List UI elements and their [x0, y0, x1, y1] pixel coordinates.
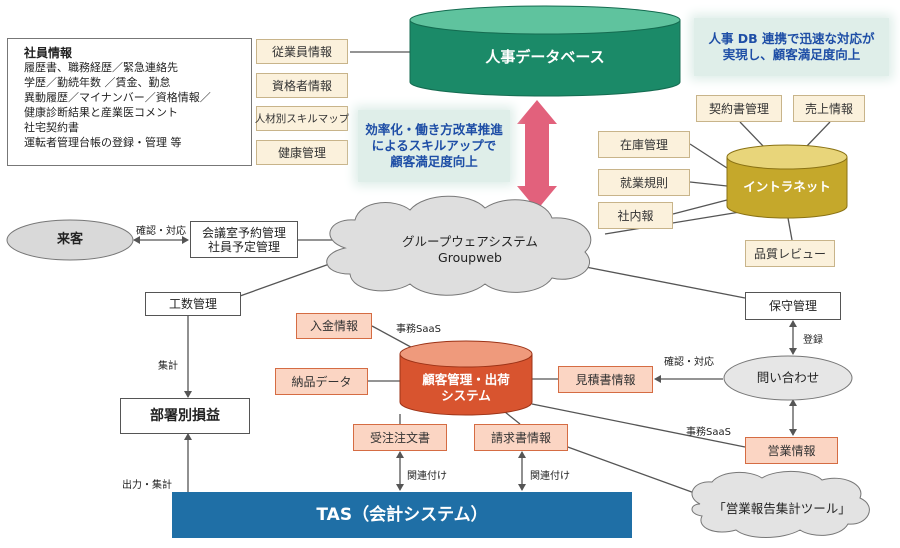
pink-double-arrow	[517, 100, 557, 210]
hr-info-line-6: 運転者管理台帳の登録・管理 等	[24, 136, 182, 149]
hr-info-line-2: 学歴／勤続年数 ／賃金、勤怠	[24, 76, 171, 89]
hr-info-line-3: 異動履歴／マイナンバー／資格情報／	[24, 91, 211, 104]
intranet-label: イントラネット	[743, 179, 831, 194]
groupware-cloud	[326, 195, 592, 296]
link-note-1: 関連付け	[407, 471, 447, 482]
hr-db-label: 人事データベース	[485, 48, 605, 66]
sales-report-cloud	[691, 470, 870, 538]
hr-info-line-4: 健康診断結果と産業医コメント	[24, 106, 178, 119]
intranet-quality-review: 品質レビュー	[745, 240, 835, 267]
intranet-newsletter: 社内報	[598, 202, 673, 229]
sales-info-box: 営業情報	[745, 437, 838, 464]
visitor-link-note: 確認・対応	[136, 226, 186, 237]
register-note: 登録	[803, 335, 823, 346]
hr-info-line-5: 社宅契約書	[24, 121, 79, 134]
payment-info-box: 入金情報	[296, 313, 372, 339]
tas-bar-shape	[172, 492, 632, 538]
intranet-contract: 契約書管理	[696, 95, 782, 122]
groupware-line-2: Groupweb	[438, 250, 502, 265]
hr-info-panel	[7, 38, 252, 166]
meeting-line-1: 会議室予約管理	[201, 225, 286, 240]
aggregate-note: 集計	[158, 361, 178, 372]
tab-qualified-info: 資格者情報	[256, 73, 348, 98]
customer-system-label: 顧客管理・出荷 システム	[400, 370, 532, 406]
dept-pl-box: 部署別損益	[120, 398, 250, 434]
confirm-response-note: 確認・対応	[664, 357, 714, 368]
inquiry-label: 問い合わせ	[756, 370, 820, 385]
efficiency-note-line-1: 効率化・働き方改革推進	[365, 122, 503, 137]
link-note-2: 関連付け	[530, 471, 570, 482]
maintenance-box: 保守管理	[745, 292, 841, 320]
meeting-box: 会議室予約管理 社員予定管理	[190, 221, 298, 258]
order-box: 受注注文書	[353, 424, 447, 451]
quotation-box: 見積書情報	[558, 366, 653, 393]
intranet-cylinder	[726, 144, 848, 219]
tab-health: 健康管理	[256, 140, 348, 165]
hr-info-line-1: 履歴書、職務経歴／緊急連絡先	[24, 61, 178, 74]
work-hours-box: 工数管理	[145, 292, 241, 316]
intranet-rules: 就業規則	[598, 169, 690, 196]
tab-employee-info: 従業員情報	[256, 39, 348, 64]
hr-info-title: 社員情報	[24, 46, 73, 60]
tab-skill-map: 人材別スキルマップ	[255, 106, 349, 131]
efficiency-note: 効率化・働き方改革推進 によるスキルアップで 顧客満足度向上	[358, 110, 510, 182]
efficiency-note-line-2: によるスキルアップで	[371, 138, 497, 153]
connector-lines	[133, 51, 831, 497]
intranet-sales: 売上情報	[793, 95, 865, 122]
db-note-line-1: 人事 DB 連携で迅速な対応が	[708, 31, 875, 46]
sales-report-label: 「営業報告集計ツール」	[713, 501, 851, 516]
customer-system-cylinder	[399, 340, 533, 416]
db-note-line-2: 実現し、顧客満足度向上	[722, 47, 861, 62]
customer-system-line-1: 顧客管理・出荷	[422, 372, 510, 387]
invoice-box: 請求書情報	[474, 424, 568, 451]
jimu-saas-note-1: 事務SaaS	[396, 324, 441, 335]
output-aggregate-note: 出力・集計	[122, 480, 172, 491]
intranet-inventory: 在庫管理	[598, 131, 690, 158]
efficiency-note-line-3: 顧客満足度向上	[390, 154, 478, 169]
groupware-label: グループウェアシステム Groupweb	[380, 232, 560, 268]
delivery-data-box: 納品データ	[275, 368, 368, 395]
db-note: 人事 DB 連携で迅速な対応が 実現し、顧客満足度向上	[694, 18, 889, 76]
jimu-saas-note-2: 事務SaaS	[686, 427, 731, 438]
visitor-ellipse	[6, 219, 134, 261]
tas-label: TAS（会計システム）	[316, 505, 488, 525]
meeting-line-2: 社員予定管理	[207, 239, 280, 254]
inquiry-ellipse	[723, 355, 853, 401]
groupware-line-1: グループウェアシステム	[402, 234, 538, 249]
customer-system-line-2: システム	[441, 388, 491, 403]
hr-database-cylinder	[409, 5, 681, 97]
visitor-label: 来客	[56, 232, 83, 247]
